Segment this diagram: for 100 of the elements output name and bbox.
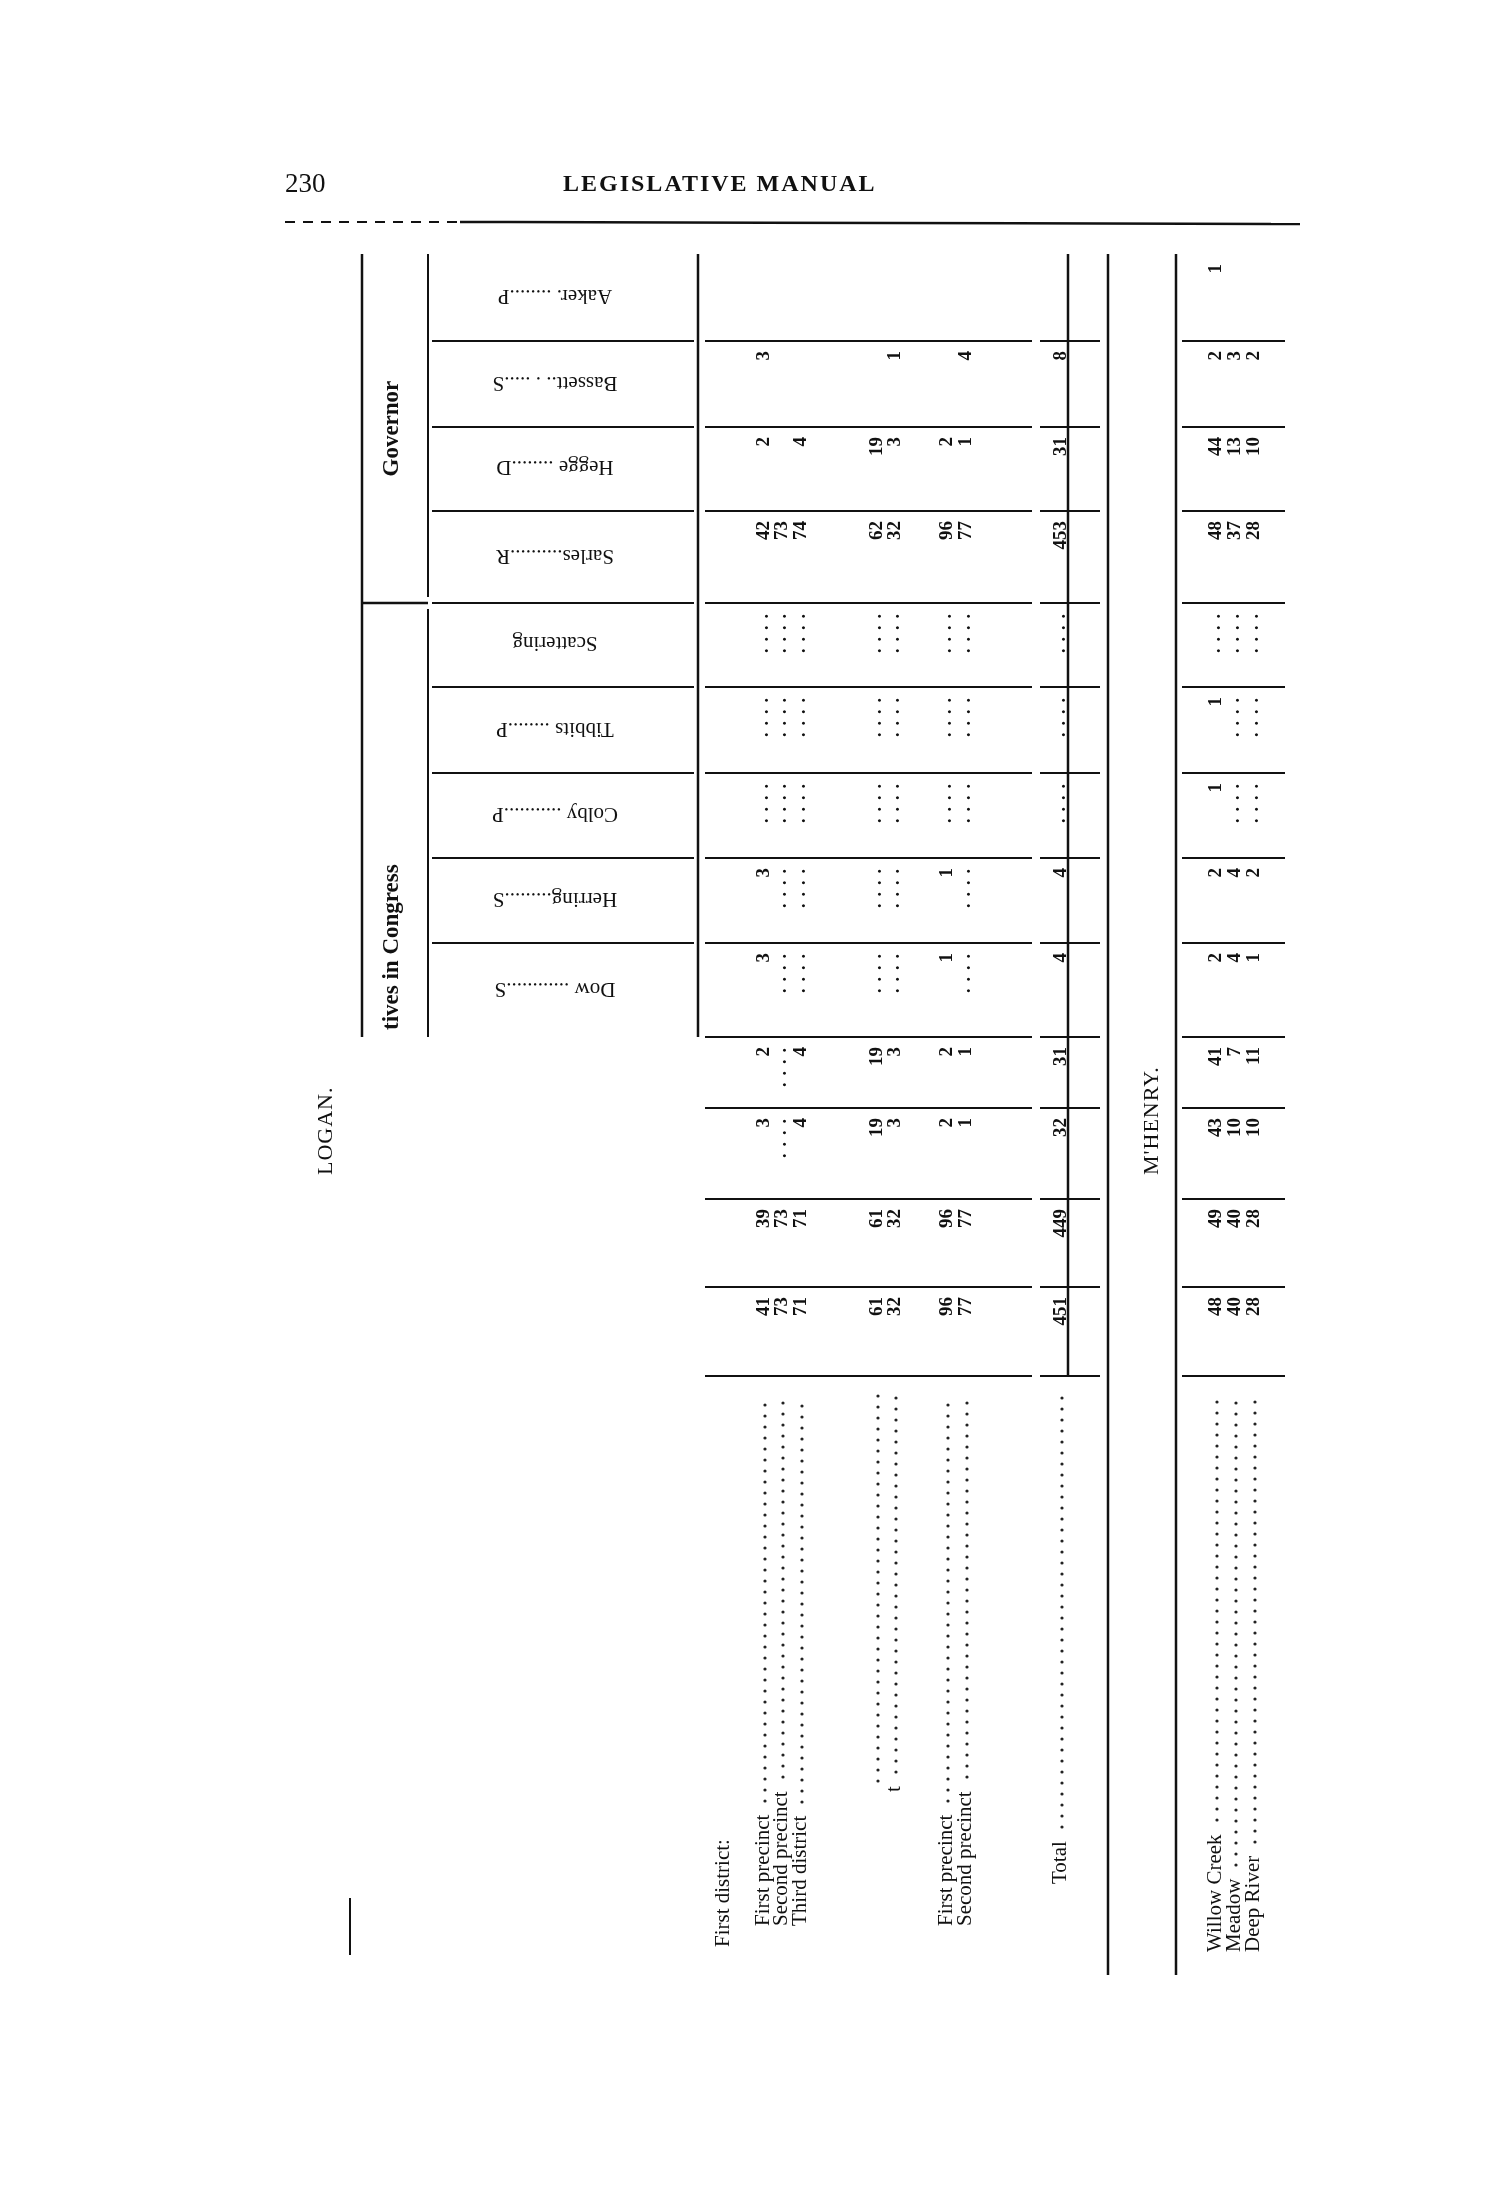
blank-entry-dots: .... xyxy=(753,607,772,653)
vote-count: 11 xyxy=(1243,1047,1262,1065)
blank-entry-dots: .... xyxy=(936,777,955,823)
vote-count: 77 xyxy=(955,1297,974,1316)
blank-entry-dots: .... xyxy=(936,691,955,737)
vote-count: 49 xyxy=(1205,1209,1224,1228)
vote-count: 41 xyxy=(753,1297,772,1316)
row-label: Meadow xyxy=(1224,1878,1243,1952)
vote-count: 4 xyxy=(1224,953,1243,963)
vote-count: 2 xyxy=(753,1047,772,1057)
vote-count: 4 xyxy=(790,1047,809,1057)
blank-entry-dots: .... xyxy=(790,777,809,823)
blank-entry-dots: .... xyxy=(771,947,790,993)
blank-entry-dots: .... xyxy=(1224,607,1243,653)
vote-count: 3 xyxy=(884,437,903,447)
vote-count: 449 xyxy=(1050,1209,1069,1238)
blank-entry-dots: .... xyxy=(790,947,809,993)
row-label: Willow Creek xyxy=(1205,1834,1224,1952)
vote-count: 19 xyxy=(866,1118,885,1137)
vote-count: 3 xyxy=(884,1118,903,1128)
vote-count: 1 xyxy=(1205,264,1224,274)
blank-entry-dots: .... xyxy=(884,862,903,908)
row-label: t xyxy=(884,1786,903,1792)
vote-count: 1 xyxy=(936,868,955,878)
blank-entry-dots: .... xyxy=(790,607,809,653)
vote-count: 1 xyxy=(1205,697,1224,707)
vote-count: 31 xyxy=(1050,1047,1069,1066)
blank-entry-dots: .... xyxy=(1224,777,1243,823)
vote-count: 48 xyxy=(1205,1297,1224,1316)
vote-count: 8 xyxy=(1050,351,1069,361)
vote-count: 77 xyxy=(955,521,974,540)
blank-entry-dots: .... xyxy=(955,691,974,737)
blank-entry-dots: .... xyxy=(771,691,790,737)
vote-count: 32 xyxy=(884,1209,903,1228)
vote-count: 3 xyxy=(1224,351,1243,361)
column-header: Aaker. ........P xyxy=(497,285,613,310)
vote-count: 40 xyxy=(1224,1209,1243,1228)
row-label: Total xyxy=(1050,1841,1069,1884)
vote-count: 3 xyxy=(753,868,772,878)
blank-entry-dots: .... xyxy=(1243,691,1262,737)
column-header: Dow ............S xyxy=(494,978,616,1003)
vote-count: 77 xyxy=(955,1209,974,1228)
row-label: First district: xyxy=(713,1839,732,1947)
vote-count: 32 xyxy=(884,521,903,540)
vote-count: 4 xyxy=(1050,868,1069,878)
blank-entry-dots: .... xyxy=(1243,607,1262,653)
vote-count: 71 xyxy=(790,1297,809,1316)
vote-count: 62 xyxy=(866,521,885,540)
vote-count: 39 xyxy=(753,1209,772,1228)
blank-entry-dots: .... xyxy=(790,691,809,737)
blank-entry-dots: .... xyxy=(955,777,974,823)
section-title: M'HENRY. xyxy=(1138,1066,1164,1175)
vote-count: 96 xyxy=(936,1297,955,1316)
row-label: Deep River xyxy=(1243,1855,1262,1952)
vote-count: 2 xyxy=(753,437,772,447)
blank-entry-dots: .... xyxy=(790,862,809,908)
vote-count: 2 xyxy=(1243,868,1262,878)
vote-count: 28 xyxy=(1243,521,1262,540)
vote-count: 3 xyxy=(884,1047,903,1057)
vote-count: 73 xyxy=(771,1209,790,1228)
vote-count: 2 xyxy=(1205,868,1224,878)
blank-entry-dots: .... xyxy=(866,691,885,737)
vote-count: 4 xyxy=(955,351,974,361)
blank-entry-dots: .... xyxy=(884,777,903,823)
vote-count: 1 xyxy=(1243,953,1262,963)
blank-entry-dots: .... xyxy=(884,947,903,993)
row-label: First precinct xyxy=(753,1814,772,1926)
column-group-header: Governor xyxy=(378,380,404,477)
section-title: LOGAN. xyxy=(312,1086,338,1175)
column-header: Tibbits ........P xyxy=(496,718,614,743)
blank-entry-dots: .... xyxy=(1243,777,1262,823)
vote-count: 40 xyxy=(1224,1297,1243,1316)
vote-count: 10 xyxy=(1243,437,1262,456)
blank-entry-dots: .... xyxy=(884,607,903,653)
vote-count: 37 xyxy=(1224,521,1243,540)
column-header: Hegge ........D xyxy=(496,456,614,481)
vote-count: 1 xyxy=(955,437,974,447)
vote-count: 3 xyxy=(753,1118,772,1128)
column-header: Colby ...........P xyxy=(492,803,618,828)
vote-count: 3 xyxy=(753,351,772,361)
vote-count: 4 xyxy=(790,1118,809,1128)
vote-count: 4 xyxy=(1224,868,1243,878)
vote-count: 73 xyxy=(771,1297,790,1316)
vote-count: 2 xyxy=(1205,953,1224,963)
vote-count: 28 xyxy=(1243,1297,1262,1316)
vote-count: 32 xyxy=(884,1297,903,1316)
blank-entry-dots: .... xyxy=(771,777,790,823)
vote-count: 451 xyxy=(1050,1297,1069,1326)
vote-count: 42 xyxy=(753,521,772,540)
blank-entry-dots: .... xyxy=(1050,607,1069,653)
page-number: 230 xyxy=(285,168,326,199)
vote-count: 2 xyxy=(1205,351,1224,361)
vote-count: 31 xyxy=(1050,437,1069,456)
running-header: LEGISLATIVE MANUAL xyxy=(563,170,877,197)
vote-count: 73 xyxy=(771,521,790,540)
vote-count: 74 xyxy=(790,521,809,540)
blank-entry-dots: .... xyxy=(1050,691,1069,737)
blank-entry-dots: .... xyxy=(771,607,790,653)
vote-count: 48 xyxy=(1205,521,1224,540)
column-header: Sarles..........R xyxy=(496,545,614,570)
